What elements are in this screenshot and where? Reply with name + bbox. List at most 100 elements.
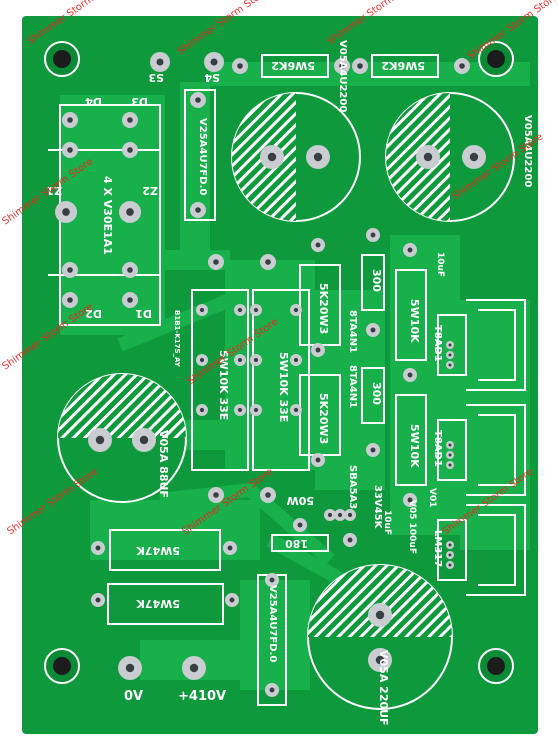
pad-hole [237,357,243,363]
label-res-v3: 5W10K [408,299,421,343]
label-d1: D1 [135,307,152,320]
pad-hole [139,435,149,445]
label-res-v2: 300 [370,382,383,405]
pad-hole [269,687,275,693]
pad-hole [237,407,243,413]
pad-hole [339,63,345,69]
pad-hole [213,492,219,498]
pad-hole [199,357,205,363]
pad-hole [199,307,205,313]
pad-hole [237,63,243,69]
label-cap-bottom: V25A4U7FD.0 [267,585,278,662]
pad-hole [229,597,235,603]
pad-hole [370,232,376,238]
pad-hole [95,435,105,445]
label-res-v4: 5W10K [408,424,421,468]
label-small-2: 10uF [382,510,392,535]
label-cap-top-r: V05A4U2200 [522,115,533,187]
pad-hole [265,492,271,498]
label-small-1: 10uF [435,252,445,277]
pad-hole [293,357,299,363]
label-s4: S4 [204,71,220,84]
pad-hole [62,208,70,216]
label-bridge: 4 X V30E1A1 [101,176,114,255]
label-d3: D3 [131,95,148,108]
label-tr-3: LM317 [432,530,443,567]
label-res-bottom-2: 5W47K [136,597,180,610]
pad-hole [127,297,133,303]
pad-hole [315,457,321,463]
label-d4: D4 [85,95,102,108]
label-cap-big-left: V05A 88UF [157,430,170,498]
pad-hole [448,453,452,457]
pad-hole [448,353,452,357]
pad-hole [448,543,452,547]
pad-hole [127,267,133,273]
pad-hole [459,63,465,69]
pad-hole [293,407,299,413]
pad-hole [267,152,277,162]
pad-hole [67,117,73,123]
resistor-outlines [59,54,439,706]
pad-hole [95,597,101,603]
pad-hole [67,267,73,273]
pad-hole [347,537,353,543]
label-cap-top-l: V05A4U2200 [337,40,348,112]
label-terminal-0v: 0V [124,689,143,704]
pad-hole [469,152,479,162]
pad-hole [293,307,299,313]
pad-hole [199,407,205,413]
pad-hole [67,297,73,303]
pad-hole [407,247,413,253]
pad-hole [448,563,452,567]
pad-hole [313,152,323,162]
label-tr-2: T8AD1 [432,430,443,467]
label-res-top-1: 5W6K2 [271,59,315,72]
label-terminal-410v: +410V [178,689,226,704]
pad-hole [227,545,233,551]
transistor-outlines [437,299,526,596]
pad-hole [210,58,218,66]
label-res-mid-2: 5W10K 33E [277,352,290,422]
pad-hole [127,147,133,153]
label-s3: S3 [148,71,164,84]
label-cap-big-bottom: V05A 220UF [377,650,390,726]
label-tiny-code: B1B1-K17S_AY [173,310,181,368]
label-vr: SBA5A3 [347,465,358,509]
pad-hole [213,259,219,265]
pad-hole [448,363,452,367]
pad-hole [448,343,452,347]
label-d2: D2 [85,307,102,320]
label-res-m2: 5K20W3 [317,393,330,444]
pad-hole [195,97,201,103]
pad-hole [127,117,133,123]
pad-hole [156,58,164,66]
label-res-180: 180 [285,537,308,550]
pad-hole [269,577,275,583]
pad-hole [237,307,243,313]
label-sub: 33V45K [372,485,383,530]
pad-hole [337,512,343,518]
pad-hole [357,63,363,69]
pad-hole [448,463,452,467]
pad-hole [253,307,259,313]
label-cap-left: V25A4U7FD.0 [197,118,208,195]
label-res-top-2: 5W6K2 [381,59,425,72]
label-small-3: V05 100uF [407,500,417,554]
label-res-m1: 5K20W3 [317,283,330,334]
mounting-holes [44,41,514,684]
pad-hole [265,259,271,265]
pad-hole [375,610,385,620]
pad-hole [375,655,385,665]
pad-hole [407,497,413,503]
pad-hole [448,443,452,447]
pad-hole [315,242,321,248]
label-diode-2: 8TA4N1 [347,365,358,408]
pad-hole [423,152,433,162]
pad-hole [370,447,376,453]
label-res-v1: 300 [370,269,383,292]
pad-hole [67,147,73,153]
pad-hole [347,512,353,518]
pad-hole [189,663,199,673]
